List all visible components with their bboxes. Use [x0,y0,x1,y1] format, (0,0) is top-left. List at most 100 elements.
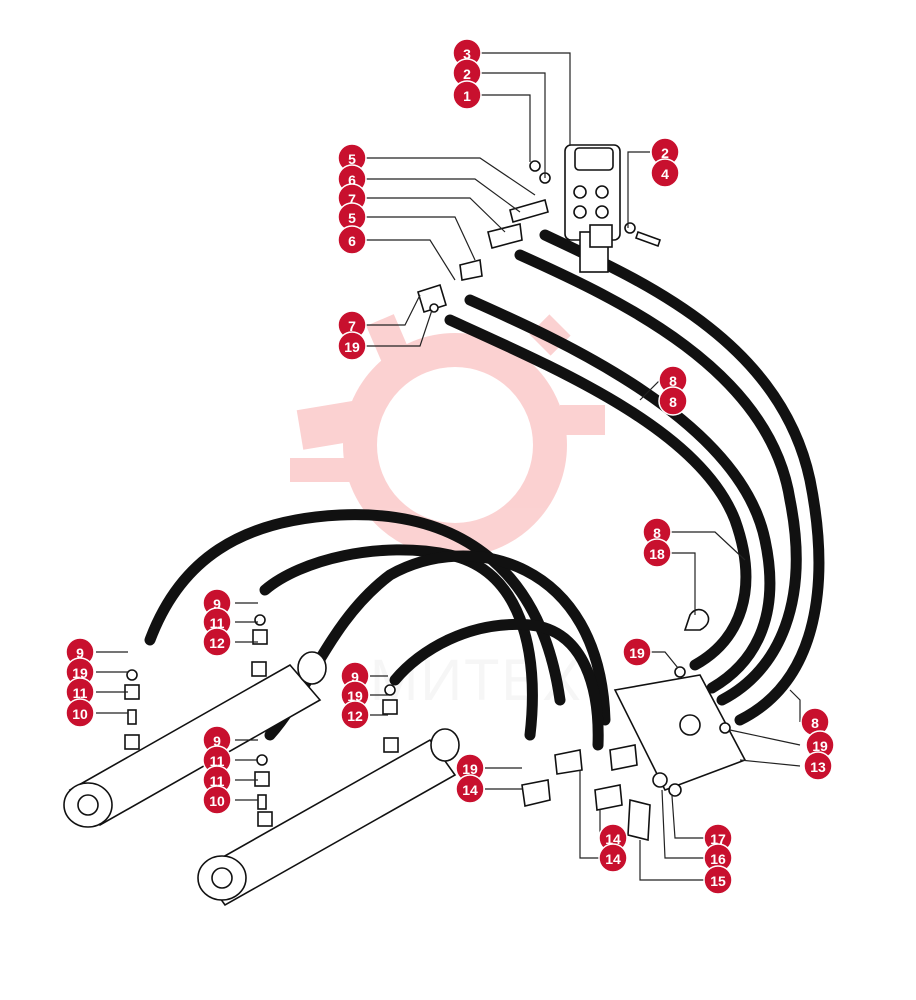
callout-marker [642,538,672,568]
callout-label: 5 [348,210,356,226]
callout-9: 9 [65,637,95,667]
o-ring-left-11 [254,614,266,626]
callout-label: 7 [348,318,356,334]
callout-label: 2 [661,145,669,161]
callout-label: 5 [348,151,356,167]
callout-11: 11 [202,745,232,775]
callout-label: 14 [462,782,478,798]
callout-label: 9 [213,733,221,749]
fitting-5 [509,199,549,223]
callout-marker [803,751,833,781]
elbow-7b [417,283,447,314]
callout-19: 19 [337,331,367,361]
callout-12: 12 [202,627,232,657]
callout-8: 8 [658,386,688,416]
callout-19: 19 [65,657,95,687]
adapter-left-12 [252,629,268,645]
adapter-right-11 [254,771,270,787]
callout-label: 11 [73,685,88,701]
bulkhead-fittings [521,744,638,811]
callout-4: 4 [650,158,680,188]
o-ring-right-11 [256,754,268,766]
valve-coil [589,224,613,248]
callout-label: 9 [351,669,359,685]
hose-3 [464,294,776,694]
callout-label: 14 [605,851,621,867]
callout-label: 9 [76,645,84,661]
callout-7: 7 [337,310,367,340]
watermark-text: МИТЕХ [370,648,583,713]
valve-top [574,147,614,171]
callout-label: 14 [605,831,621,847]
washer-16 [668,783,682,797]
cylinder-left-port-2 [251,661,267,677]
hose-2 [514,249,802,706]
callout-label: 19 [462,761,478,777]
cylinder-right [197,728,460,907]
cylinder-left-pin [77,794,99,816]
callouts: 3212456756719888181981913911129191110919… [65,38,835,895]
callout-marker [455,774,485,804]
hose-4 [444,314,752,671]
valve-port-c [573,205,587,219]
hose-1 [539,229,825,726]
cylinder-right-port-1 [257,811,273,827]
callout-label: 8 [669,373,677,389]
bolt-15 [627,798,651,842]
callout-label: 19 [812,738,828,754]
o-ring-2a [529,160,541,172]
callout-label: 8 [653,525,661,541]
hose-5 [144,509,566,706]
callout-label: 16 [710,851,726,867]
callout-label: 19 [347,688,363,704]
callout-marker [452,80,482,110]
o-ring-plate-19 [674,666,686,678]
callout-15: 15 [703,865,733,895]
callout-12: 12 [340,700,370,730]
callout-14: 14 [598,823,628,853]
callout-6: 6 [337,225,367,255]
callout-marker [598,843,628,873]
nipple-right-10 [257,794,267,810]
cylinder-left-rod-eye [297,651,327,685]
callout-label: 11 [210,773,225,789]
callout-marker [65,698,95,728]
clip-18 [683,608,710,631]
leader-lines [96,52,801,881]
o-ring-left-19 [126,669,138,681]
callout-13: 13 [803,751,833,781]
hydraulic-cylinders [63,651,460,907]
elbow-14b [554,749,583,775]
callout-marker [703,865,733,895]
callout-16: 16 [703,843,733,873]
callout-marker [650,158,680,188]
valve-port-d [595,205,609,219]
hoses [144,229,825,751]
cylinder-right-pin [211,867,233,889]
elbow-14a [521,779,551,807]
callout-label: 12 [209,635,225,651]
callout-11: 11 [65,677,95,707]
washer-17 [652,772,668,788]
callout-label: 11 [210,753,225,769]
valve-port-a [573,185,587,199]
callout-17: 17 [703,823,733,853]
elbow-7 [487,223,523,249]
o-ring-right-19 [384,684,396,696]
callout-18: 18 [642,538,672,568]
control-valve [529,144,662,273]
callout-label: 2 [463,66,471,82]
callout-label: 19 [344,339,360,355]
callout-10: 10 [202,785,232,815]
callout-marker [658,386,688,416]
watermark-gear-logo [290,314,605,557]
callout-19: 19 [622,637,652,667]
callout-label: 11 [210,615,225,631]
callout-label: 3 [463,46,471,62]
callout-label: 7 [348,191,356,207]
callout-1: 1 [452,80,482,110]
callout-label: 8 [811,715,819,731]
callout-marker [622,637,652,667]
